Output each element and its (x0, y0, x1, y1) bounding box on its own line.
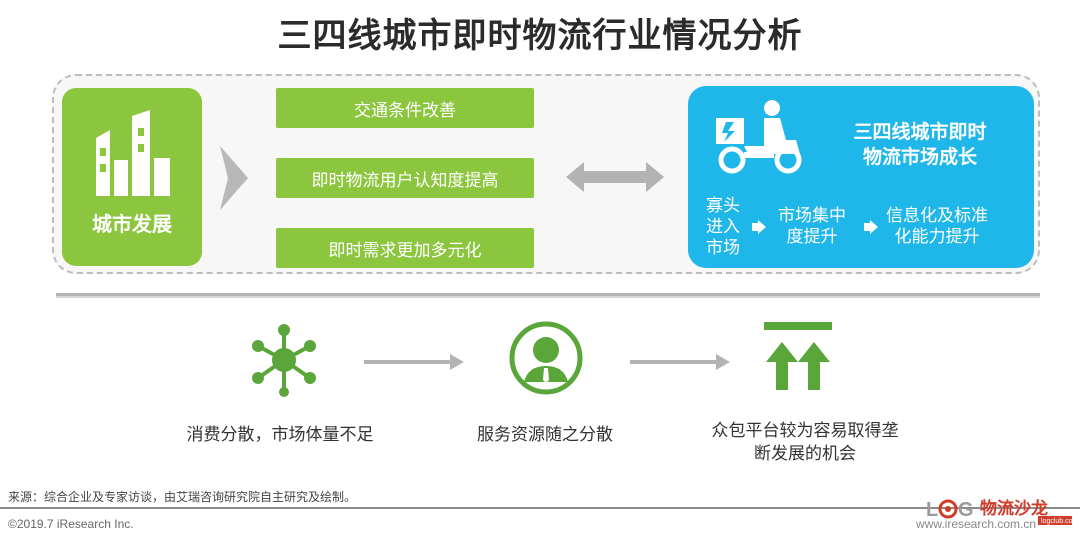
svg-text:物流沙龙: 物流沙龙 (980, 498, 1048, 519)
svg-text:logclub.com: logclub.com (1041, 518, 1074, 525)
chevron-right-icon (220, 146, 248, 210)
step-informatization: 信息化及标准 化能力提升 (886, 206, 988, 248)
arrow-right-icon (864, 220, 878, 234)
logclub-watermark-logo: L G 物流沙龙 logclub.com (926, 498, 1074, 525)
growth-up-arrows-icon (764, 322, 832, 390)
city-buildings-icon (96, 110, 170, 196)
copyright: ©2019.7 iResearch Inc. (8, 517, 134, 531)
caption-crowdsourcing: 众包平台较为容易取得垄 断发展的机会 (690, 420, 920, 466)
page-title: 三四线城市即时物流行业情况分析 (277, 16, 803, 56)
market-growth-title-line1: 三四线城市即时 (853, 121, 987, 143)
step-oligopoly-line3: 市场 (706, 238, 740, 258)
step-oligopoly-line2: 进入 (706, 217, 740, 237)
footer-line (0, 507, 1080, 509)
factor-transport: 交通条件改善 (276, 88, 534, 128)
factor-demand: 即时需求更加多元化 (276, 228, 534, 268)
step-informatization-line2: 化能力提升 (894, 227, 980, 247)
caption-crowdsourcing-line2: 断发展的机会 (754, 444, 856, 464)
section-divider (56, 293, 1040, 298)
svg-text:G: G (958, 499, 974, 521)
person-icon (509, 321, 583, 395)
network-nodes-icon (252, 324, 316, 397)
double-arrow-icon (566, 162, 664, 192)
market-growth-title-line2: 物流市场成长 (862, 146, 977, 168)
arrow-right-icon (752, 220, 766, 234)
website: www.iresearch.com.cn (916, 517, 1037, 531)
step-concentration-line1: 市场集中 (778, 206, 846, 226)
market-growth-title: 三四线城市即时 物流市场成长 (820, 120, 1020, 170)
step-oligopoly: 寡头 进入 市场 (706, 196, 740, 259)
arrow-right-icon (364, 354, 464, 370)
city-development-card: 城市发展 (62, 88, 202, 266)
step-informatization-line1: 信息化及标准 (886, 206, 988, 226)
market-growth-card: 三四线城市即时 物流市场成长 寡头 进入 市场 市场集中 度提升 信息化及标准 … (688, 86, 1034, 268)
delivery-scooter-icon (716, 100, 802, 174)
source-note: 来源：综合企业及专家访谈，由艾瑞咨询研究院自主研究及绘制。 (8, 490, 357, 504)
caption-consumption: 消费分散，市场体量不足 (186, 425, 374, 445)
step-oligopoly-line1: 寡头 (706, 196, 740, 216)
city-development-label: 城市发展 (92, 212, 172, 236)
svg-text:L: L (926, 499, 938, 521)
caption-crowdsourcing-line1: 众包平台较为容易取得垄 (711, 421, 899, 441)
caption-resources: 服务资源随之分散 (477, 425, 613, 445)
step-concentration-line2: 度提升 (786, 227, 838, 247)
step-concentration: 市场集中 度提升 (778, 206, 846, 248)
factor-awareness: 即时物流用户认知度提高 (276, 158, 534, 198)
arrow-right-icon (630, 354, 730, 370)
